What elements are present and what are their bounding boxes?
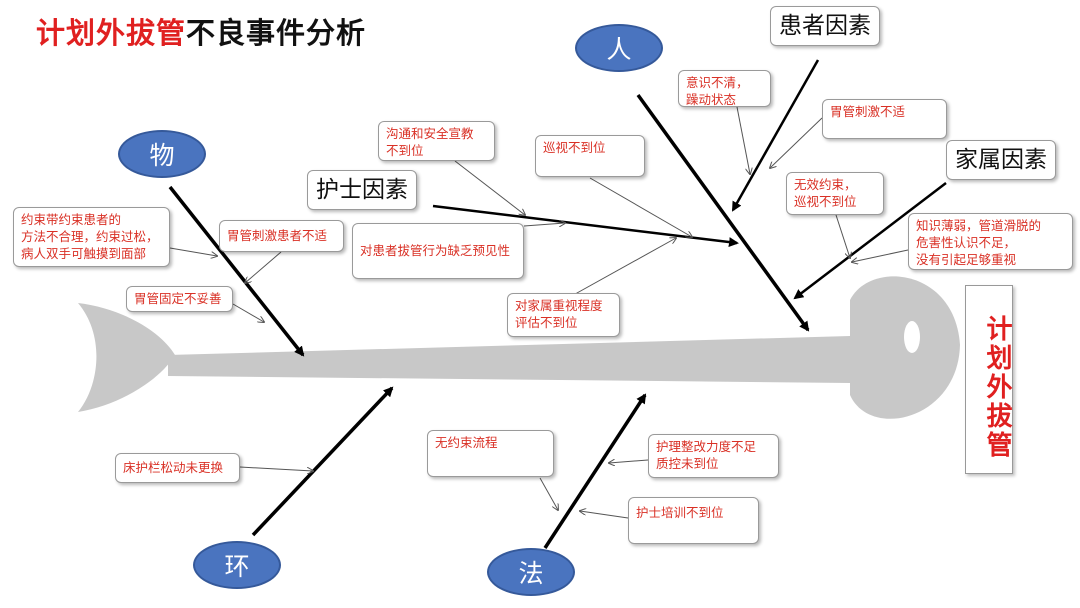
pointer-rectification	[609, 460, 649, 463]
bone-environment	[251, 386, 394, 537]
cause-invalid-restraint: 无效约束， 巡视不到位	[786, 172, 884, 215]
pointer-communication	[454, 160, 525, 215]
cause-foresight: 对患者拔管行为缺乏预见性	[352, 223, 524, 279]
category-environment: 环	[193, 541, 281, 589]
cause-knowledge-weak: 知识薄弱，管道滑脱的 危害性认识不足， 没有引起足够重视	[908, 213, 1073, 270]
cause-no-process: 无约束流程	[427, 430, 554, 477]
cause-patrol: 巡视不到位	[535, 135, 645, 177]
pointer-tube-irritation	[770, 117, 823, 168]
pointer-patrol	[589, 177, 692, 237]
cause-tube-irritate-patient: 胃管刺激患者不适	[219, 220, 344, 252]
category-method: 法	[487, 548, 575, 596]
cause-restraint-method: 约束带约束患者的 方法不合理，约束过松， 病人双手可触摸到面部	[13, 207, 170, 267]
category-person: 人	[575, 24, 663, 72]
cause-rectification: 护理整改力度不足 质控未到位	[648, 434, 779, 478]
factor-patient: 患者因素	[770, 6, 880, 46]
cause-communication: 沟通和安全宣教 不到位	[378, 121, 495, 161]
category-material: 物	[118, 130, 206, 178]
pointer-knowledge	[852, 249, 909, 262]
cause-tube-fixation: 胃管固定不妥善	[126, 286, 233, 312]
pointer-foresight	[523, 223, 565, 226]
cause-training: 护士培训不到位	[628, 497, 759, 544]
factor-family: 家属因素	[946, 140, 1056, 180]
fish-tail	[78, 303, 175, 412]
factor-nurse: 护士因素	[307, 170, 417, 210]
diagram-title: 计划外拔管不良事件分析	[36, 10, 366, 52]
cause-consciousness: 意识不清， 躁动状态	[678, 70, 771, 107]
pointer-invalid-restraint	[835, 214, 850, 258]
pointer-no-process	[539, 477, 558, 510]
pointer-tube-fixation	[232, 303, 264, 322]
cause-bed-rail: 床护栏松动未更换	[115, 453, 240, 483]
pointer-training	[580, 511, 629, 519]
fish-spine	[168, 336, 850, 383]
problem-label: 计划外拔管	[965, 285, 1013, 474]
bone-person	[636, 93, 810, 332]
bone-patient	[731, 59, 820, 212]
pointer-bed-rail	[239, 466, 313, 471]
pointer-tube-irritate	[245, 251, 282, 283]
title-highlight: 计划外拔管	[36, 16, 187, 50]
bone-material	[168, 185, 305, 357]
cause-tube-irritation: 胃管刺激不适	[822, 99, 947, 139]
pointer-restraint-method	[169, 247, 217, 256]
fish-head	[850, 276, 960, 419]
bone-family	[793, 182, 947, 300]
title-rest: 不良事件分析	[186, 16, 367, 50]
cause-family-evaluation: 对家属重视程度 评估不到位	[507, 293, 620, 337]
pointer-consciousness	[736, 106, 750, 174]
fish-eye	[904, 321, 920, 353]
pointer-family-eval	[567, 238, 676, 299]
bone-method	[543, 393, 647, 549]
